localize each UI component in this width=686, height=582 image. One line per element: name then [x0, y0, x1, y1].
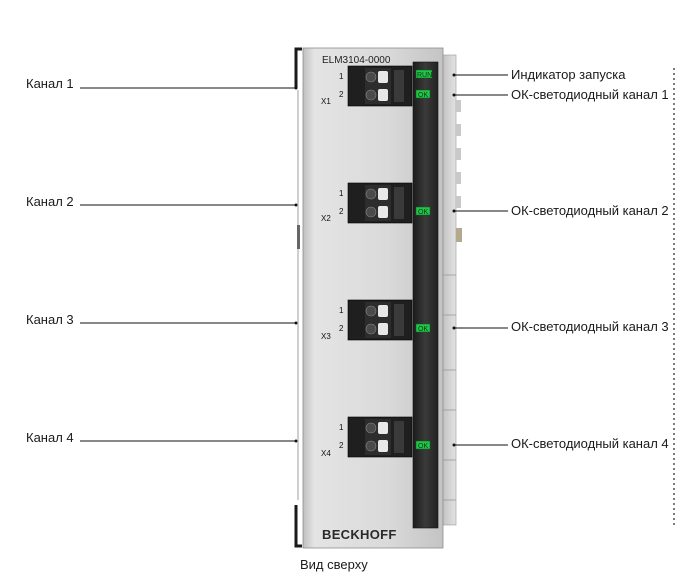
x3-label: X3: [321, 332, 331, 341]
channel-1-label: Канал 1: [26, 76, 74, 91]
left-bracket: [294, 47, 302, 548]
ok-led-4-label: ОК-светодиодный канал 4: [511, 436, 669, 451]
run-led: [415, 69, 433, 79]
channel-2-label: Канал 2: [26, 194, 74, 209]
ok-led-1-text: OK: [418, 92, 428, 99]
connector-x4: 1 2 X4: [321, 416, 413, 458]
ok-led-3: [415, 323, 431, 333]
ok-led-2-text: OK: [418, 209, 428, 216]
x2-label: X2: [321, 214, 331, 223]
run-indicator-label: Индикатор запуска: [511, 67, 626, 82]
x1-pin1: 1: [339, 72, 344, 81]
x2-pin1: 1: [339, 189, 344, 198]
ok-led-2-label: ОК-светодиодный канал 2: [511, 203, 669, 218]
connector-x1: 1 2 X1: [321, 65, 413, 107]
x1-pin2: 2: [339, 90, 344, 99]
x3-pin2: 2: [339, 324, 344, 333]
left-callouts: Канал 1 Канал 2 Канал 3 Канал 4: [26, 76, 298, 445]
brand-logo: BECKHOFF: [322, 527, 397, 542]
x2-pin2: 2: [339, 207, 344, 216]
ok-led-4-text: OK: [418, 443, 428, 450]
connector-x2: 1 2 X2: [321, 182, 413, 224]
ok-led-3-text: OK: [418, 326, 428, 333]
channel-4-label: Канал 4: [26, 430, 74, 445]
ok-led-2: [415, 206, 431, 216]
x3-pin1: 1: [339, 306, 344, 315]
run-led-text: RUN: [417, 72, 432, 79]
x4-pin1: 1: [339, 423, 344, 432]
ok-led-1: [415, 89, 431, 99]
ok-led-1-label: ОК-светодиодный канал 1: [511, 87, 669, 102]
x1-label: X1: [321, 97, 331, 106]
x4-label: X4: [321, 449, 331, 458]
view-caption: Вид сверху: [300, 557, 368, 572]
right-callouts: Индикатор запуска ОК-светодиодный канал …: [452, 67, 669, 451]
x4-pin2: 2: [339, 441, 344, 450]
ok-led-4: [415, 440, 431, 450]
connector-x3: 1 2 X3: [321, 299, 413, 341]
model-number: ELM3104-0000: [322, 55, 391, 66]
channel-3-label: Канал 3: [26, 312, 74, 327]
led-strip: [412, 61, 439, 529]
ok-led-3-label: ОК-светодиодный канал 3: [511, 319, 669, 334]
